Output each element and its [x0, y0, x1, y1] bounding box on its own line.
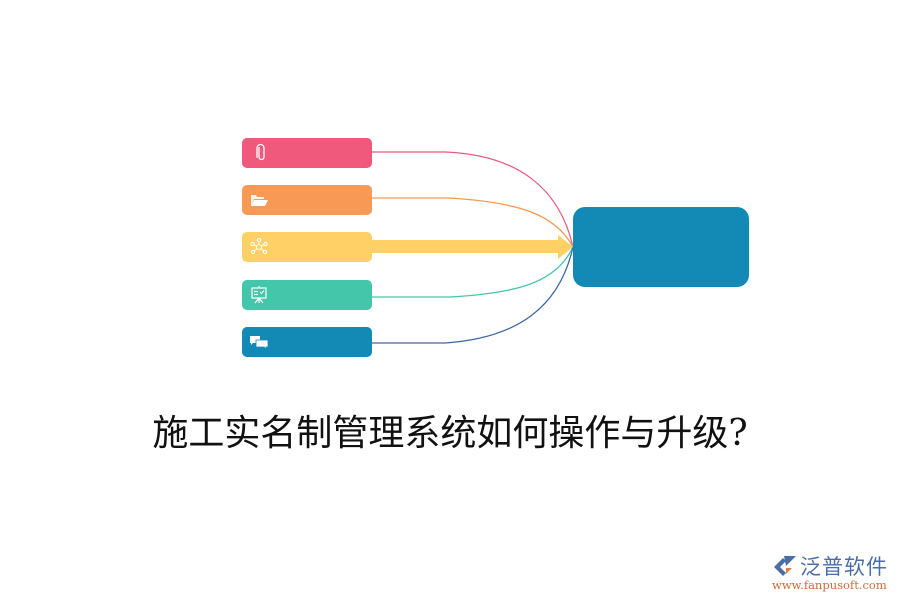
paperclip-icon — [256, 143, 265, 161]
node-network — [242, 232, 372, 262]
brand-name: 泛普软件 — [800, 555, 888, 579]
node-attachment — [242, 138, 372, 168]
node-presentation — [242, 280, 372, 310]
folder-open-icon — [251, 195, 268, 206]
node-folder — [242, 185, 372, 215]
network-hub-icon — [250, 237, 268, 255]
target-node — [573, 207, 749, 287]
presentation-board-icon — [251, 286, 267, 304]
fanpu-logo-icon — [774, 556, 796, 576]
page-title: 施工实名制管理系统如何操作与升级? — [152, 413, 748, 454]
node-chat — [242, 327, 372, 357]
brand-logo: 泛普软件 www.fanpusoft.com — [770, 553, 895, 595]
chat-bubbles-icon — [250, 336, 269, 350]
brand-url: www.fanpusoft.com — [772, 578, 887, 592]
